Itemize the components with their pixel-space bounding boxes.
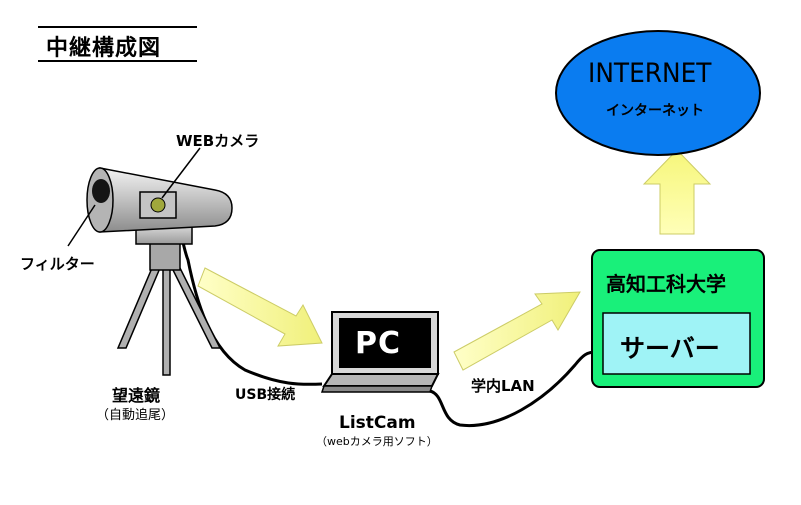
usb-label: USB接続: [235, 387, 296, 403]
arrow-pc-to-server: [453, 291, 581, 371]
internet-label: INTERNET: [588, 58, 712, 89]
internet-ellipse: [555, 30, 761, 156]
arrow-server-to-internet: [642, 149, 712, 235]
diagram-title: 中継構成図: [46, 36, 162, 61]
internet-kana-label: インターネット: [606, 103, 704, 119]
filter-label: フィルター: [20, 255, 95, 273]
telescope-note: （自動追尾）: [96, 408, 175, 423]
webcam-label: WEBカメラ: [176, 132, 260, 150]
pc-screen-label: PC: [355, 326, 402, 361]
webcam-callout-line: [161, 147, 201, 199]
telescope-label: 望遠鏡: [112, 386, 161, 405]
server-inner-box: [602, 312, 751, 375]
laptop: [320, 311, 440, 393]
telescope-mount-post: [149, 239, 181, 271]
software-label: ListCam: [339, 413, 416, 433]
lan-label: 学内LAN: [471, 377, 535, 395]
server-label: サーバー: [620, 334, 720, 363]
filter-callout-line: [67, 204, 96, 247]
software-note: （webカメラ用ソフト）: [316, 435, 438, 448]
lan-cable: [429, 350, 597, 428]
webcam-lens: [150, 197, 166, 213]
university-label: 高知工科大学: [606, 272, 726, 296]
filter-lens: [92, 179, 110, 203]
arrow-telescope-to-pc: [197, 267, 323, 347]
